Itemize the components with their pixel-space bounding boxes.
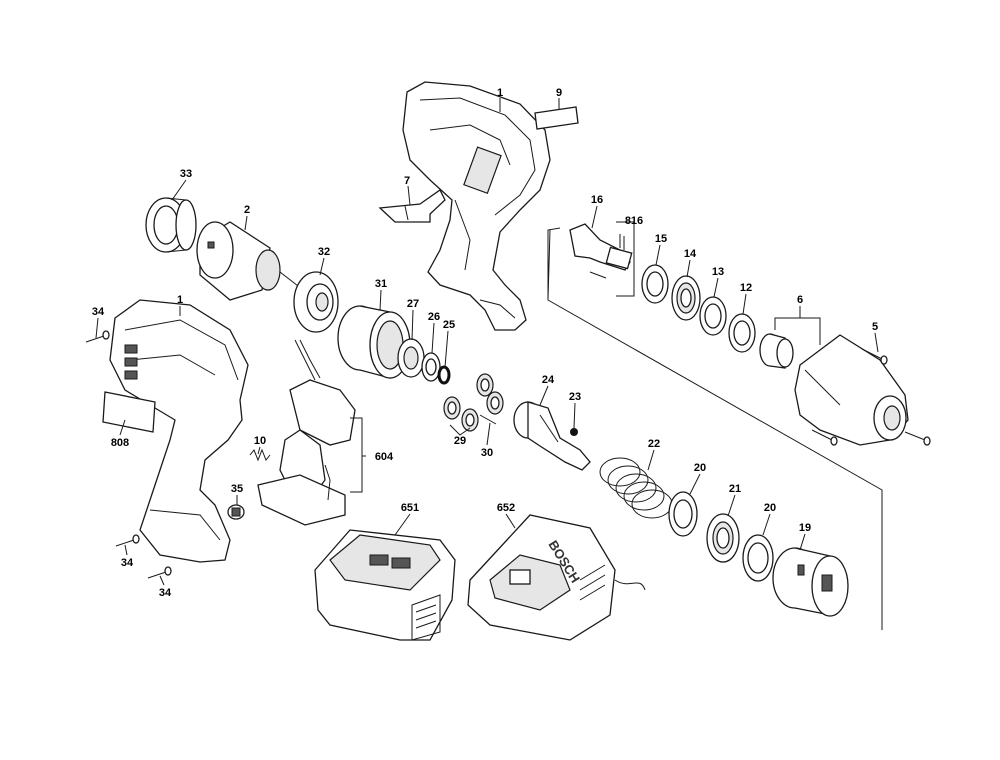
callout-32: 32: [318, 246, 330, 258]
callout-5: 5: [872, 321, 878, 333]
callout-15: 15: [655, 233, 667, 245]
callout-23: 23: [569, 391, 581, 403]
callout-652: 652: [497, 502, 515, 514]
callout-20-lower: 20: [764, 502, 776, 514]
callout-bracket-604: [350, 417, 363, 493]
switch-assembly-604: [257, 339, 356, 526]
housing-half-bottom: [109, 299, 249, 563]
callout-26: 26: [428, 311, 440, 323]
callout-27: 27: [407, 298, 419, 310]
pin-816: [616, 221, 635, 297]
anvil-16: [569, 223, 633, 279]
screw-34: [85, 330, 172, 579]
ball-23: [570, 428, 578, 436]
part-35: [227, 504, 245, 520]
o-ring-25: [437, 365, 451, 385]
bushing-6: [759, 333, 794, 369]
bearing-27: [397, 338, 425, 378]
callout-19: 19: [799, 522, 811, 534]
leader-lines: [95, 98, 879, 586]
callout-1-top: 1: [497, 87, 503, 99]
callout-31: 31: [375, 278, 387, 290]
callout-12: 12: [740, 282, 752, 294]
group-bracket-right: [547, 227, 883, 630]
washer-26: [421, 352, 441, 382]
callout-651: 651: [401, 502, 419, 514]
needle-bearing-14: [671, 275, 701, 321]
needle-bearing-21: [706, 513, 740, 563]
callout-2: 2: [244, 204, 250, 216]
housing-half-top: [402, 81, 551, 331]
nose-cover-6: [794, 334, 909, 446]
callout-22: 22: [648, 438, 660, 450]
spring-22: [599, 457, 673, 519]
callout-29: 29: [454, 435, 466, 447]
callout-bracket-29: [449, 424, 471, 436]
motor-2: [196, 221, 299, 301]
spindle-24: [513, 401, 591, 471]
hammer-19: [772, 547, 849, 617]
charger-652: BOSCH: [467, 514, 646, 641]
callout-34-bottom: 34: [159, 587, 172, 599]
pin-30: [479, 414, 497, 425]
callout-7: 7: [404, 175, 410, 187]
callout-33: 33: [180, 168, 192, 180]
callout-34-mid: 34: [121, 557, 134, 569]
callout-13: 13: [712, 266, 724, 278]
callout-labels: 1 9 7 33 2 32 31 27 26 25 16 816 15 14 1…: [92, 87, 878, 599]
ring-33: [145, 197, 197, 253]
callout-21: 21: [729, 483, 741, 495]
washer-20b: [742, 534, 774, 582]
screw-5: [811, 348, 931, 446]
washer-12: [728, 313, 756, 353]
callout-30: 30: [481, 447, 493, 459]
callout-9: 9: [556, 87, 562, 99]
washer-15: [641, 264, 669, 304]
callout-6: 6: [797, 294, 803, 306]
callout-604: 604: [375, 451, 394, 463]
planet-gears-29: [443, 373, 504, 432]
washer-20a: [668, 491, 698, 537]
callout-20-upper: 20: [694, 462, 706, 474]
switch-part-7: [378, 189, 446, 223]
washer-13: [699, 296, 727, 336]
callout-14: 14: [684, 248, 697, 260]
callout-808: 808: [111, 437, 129, 449]
callout-24: 24: [542, 374, 555, 386]
battery-pack-651: [314, 529, 456, 641]
label-plate-9: [534, 106, 579, 130]
callout-bracket-6: [774, 317, 821, 345]
callout-816: 816: [625, 215, 643, 227]
callout-25: 25: [443, 319, 455, 331]
callout-1-left: 1: [177, 294, 183, 306]
end-plate-32: [293, 271, 339, 333]
callout-10: 10: [254, 435, 266, 447]
spring-10: [249, 448, 271, 462]
label-plate-808: [102, 391, 156, 433]
callout-16: 16: [591, 194, 603, 206]
callout-35: 35: [231, 483, 243, 495]
callout-34-top: 34: [92, 306, 105, 318]
